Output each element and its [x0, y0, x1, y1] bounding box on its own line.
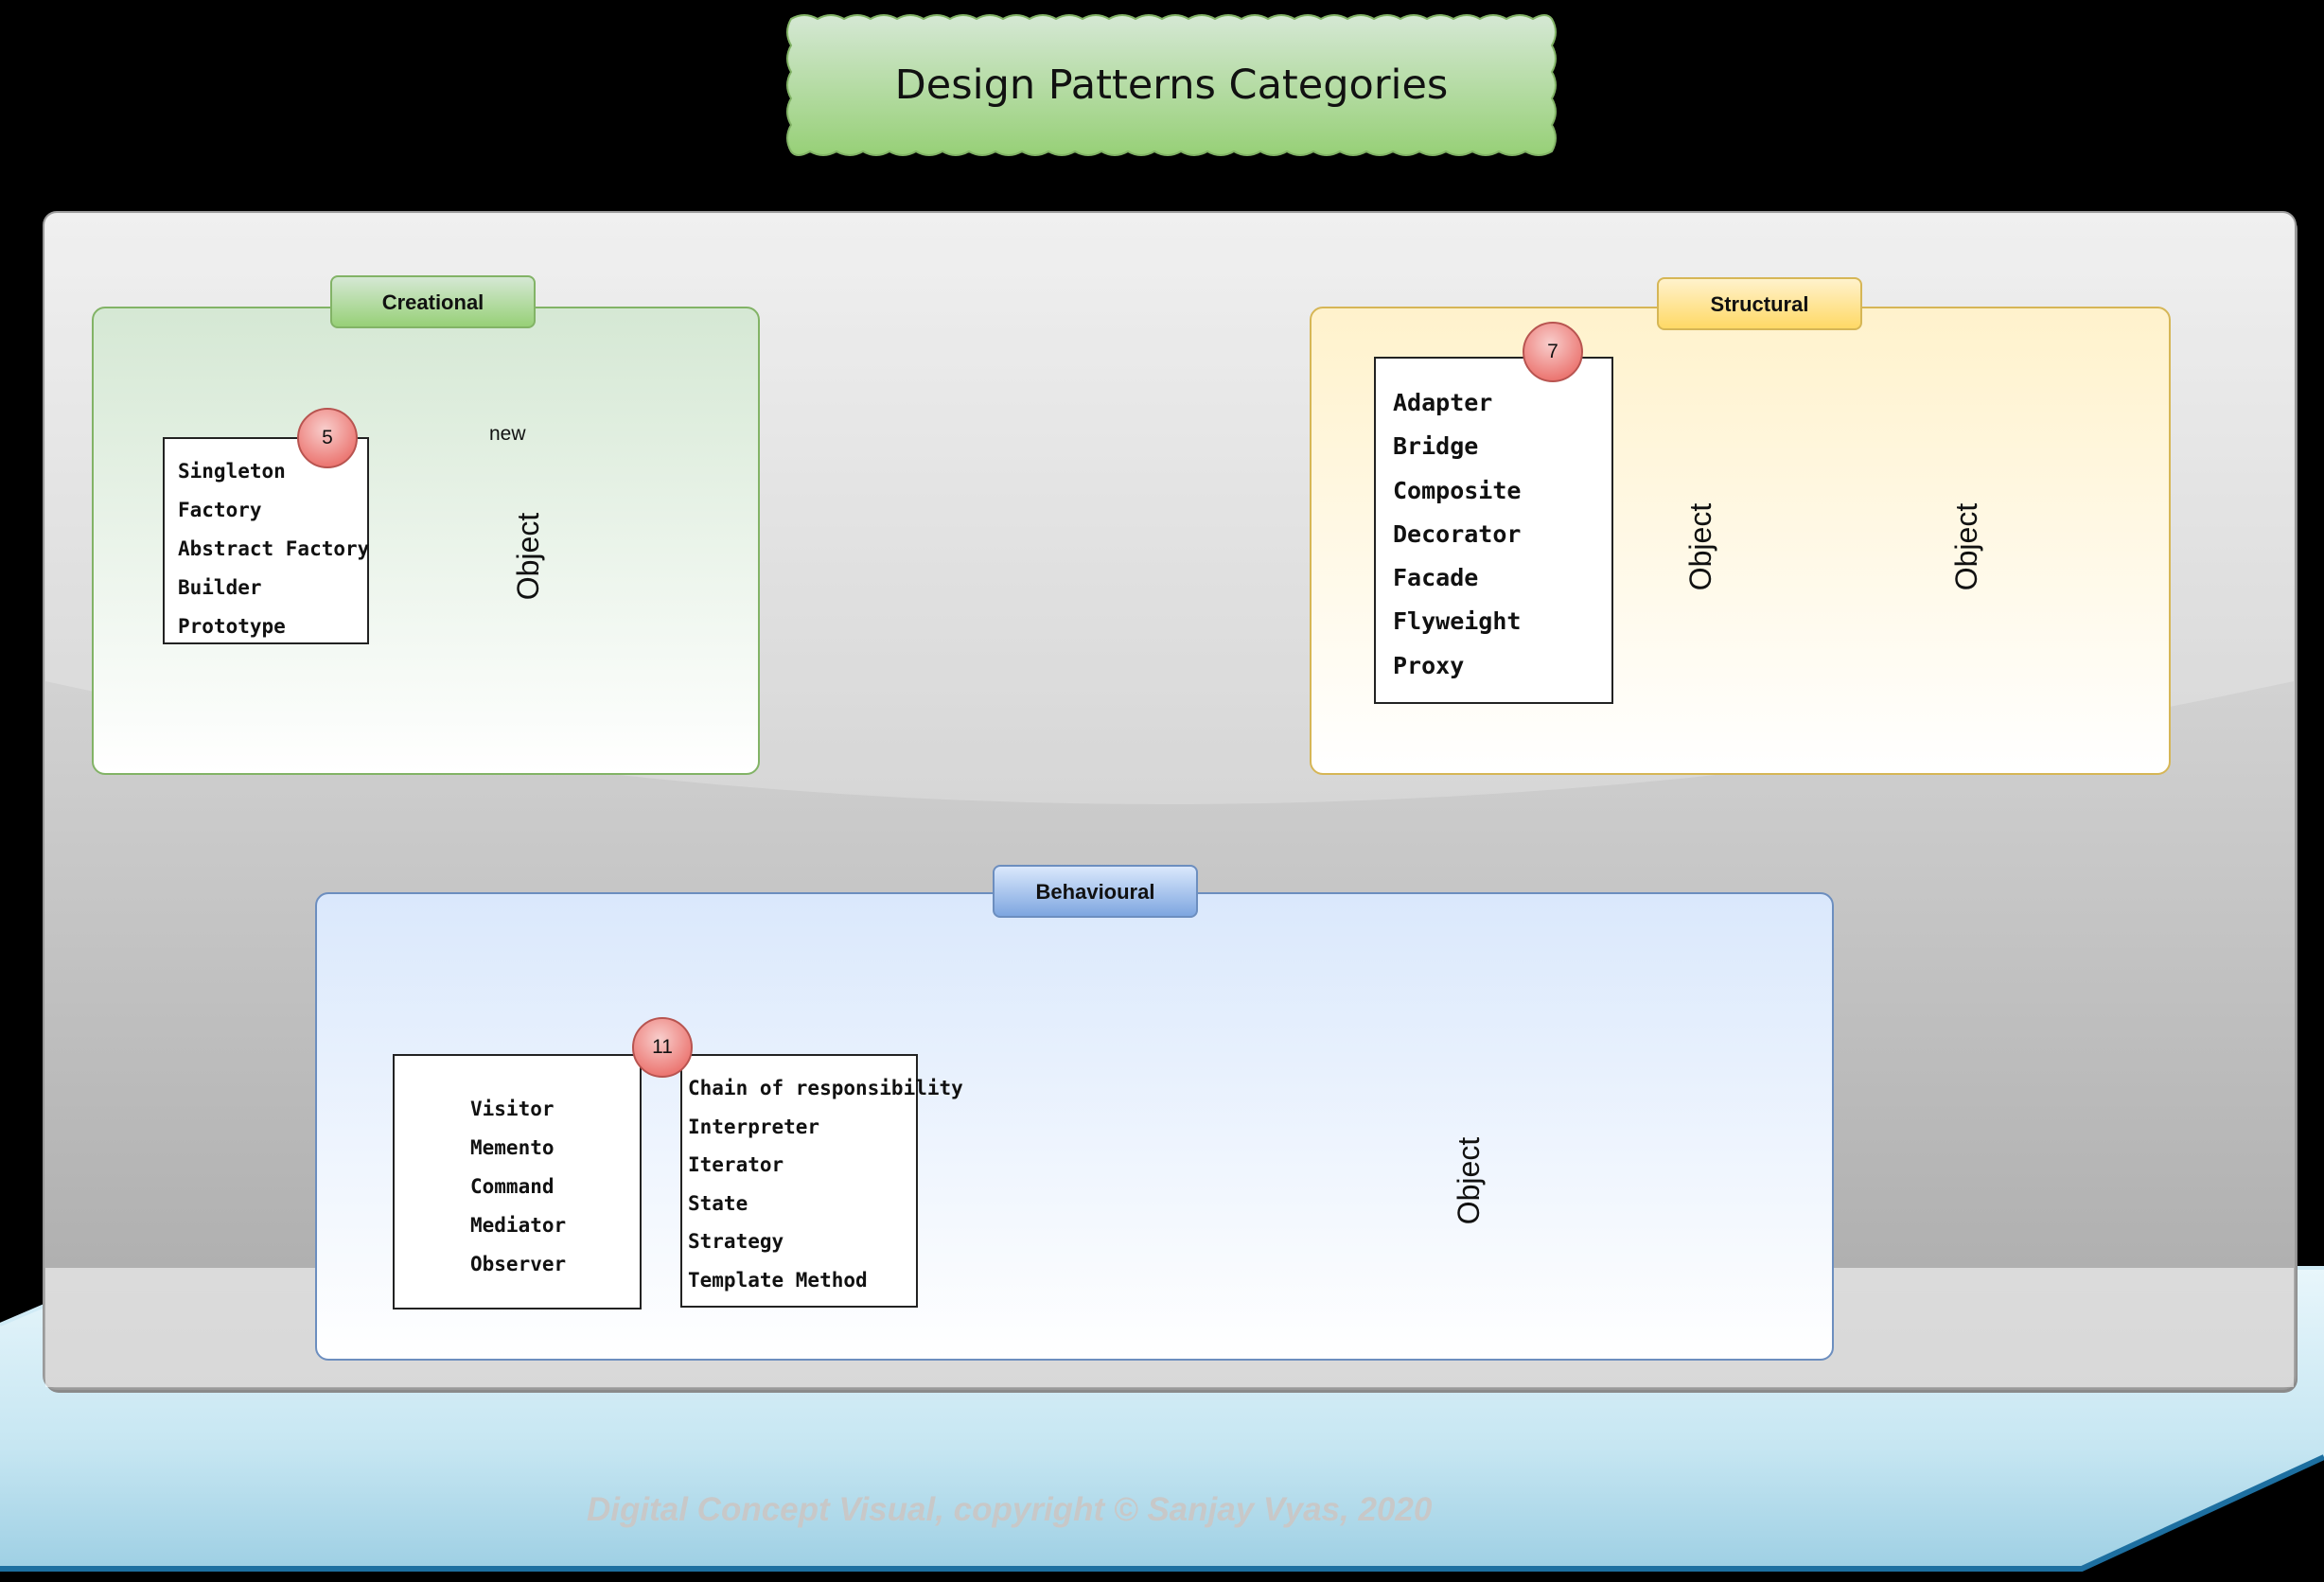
pattern-item: Observer: [470, 1253, 567, 1275]
pattern-item: Facade: [1393, 564, 1479, 592]
pattern-item: Interpreter: [688, 1115, 820, 1138]
pattern-item: Memento: [470, 1136, 555, 1159]
behavioural-pattern-list-right: Chain of responsibility Interpreter Iter…: [680, 1054, 963, 1308]
pattern-item: Strategy: [688, 1230, 784, 1253]
structural-pattern-list: Adapter Bridge Composite Decorator Facad…: [1374, 357, 1613, 704]
pattern-item: Flyweight: [1393, 607, 1522, 636]
pattern-item: Visitor: [470, 1098, 555, 1120]
pattern-item: Factory: [178, 499, 262, 521]
pattern-item: Command: [470, 1175, 555, 1198]
copyright-footer: Digital Concept Visual, copyright © Sanj…: [587, 1491, 1433, 1528]
structural-tab: Structural: [1657, 277, 1862, 330]
pattern-item: Decorator: [1393, 519, 1522, 548]
creational-count-badge: 5: [297, 408, 358, 468]
title-box: [786, 14, 1557, 156]
structural-object-label-right: Object: [1949, 502, 1983, 591]
pattern-item: Singleton: [178, 460, 286, 483]
structural-count-badge: 7: [1523, 322, 1583, 382]
creational-tab: Creational: [330, 275, 536, 328]
structural-object-label-left: Object: [1683, 502, 1717, 591]
creational-object-label: Object: [511, 512, 545, 601]
pattern-item: Abstract Factory: [178, 537, 370, 560]
pattern-item: Builder: [178, 576, 262, 599]
pattern-item: Mediator: [470, 1214, 567, 1237]
pattern-item: Bridge: [1393, 432, 1479, 461]
pattern-item: Adapter: [1393, 389, 1493, 416]
pattern-item: Prototype: [178, 615, 286, 638]
creational-pattern-list: Singleton Factory Abstract Factory Build…: [163, 437, 369, 644]
pattern-item: Iterator: [688, 1153, 784, 1176]
pattern-item: Proxy: [1393, 651, 1465, 679]
pattern-item: Chain of responsibility: [688, 1077, 963, 1099]
pattern-item: State: [688, 1191, 748, 1215]
behavioural-tab: Behavioural: [993, 865, 1198, 918]
behavioural-count-badge: 11: [632, 1017, 693, 1078]
pattern-item: Template Method: [688, 1268, 868, 1292]
new-burst-label: new: [489, 423, 526, 445]
behavioural-object-label: Object: [1452, 1136, 1486, 1225]
page-title: Design Patterns Categories: [894, 62, 1449, 109]
behavioural-pattern-list-left: Visitor Memento Command Mediator Observe…: [393, 1054, 642, 1310]
pattern-item: Composite: [1393, 476, 1522, 504]
